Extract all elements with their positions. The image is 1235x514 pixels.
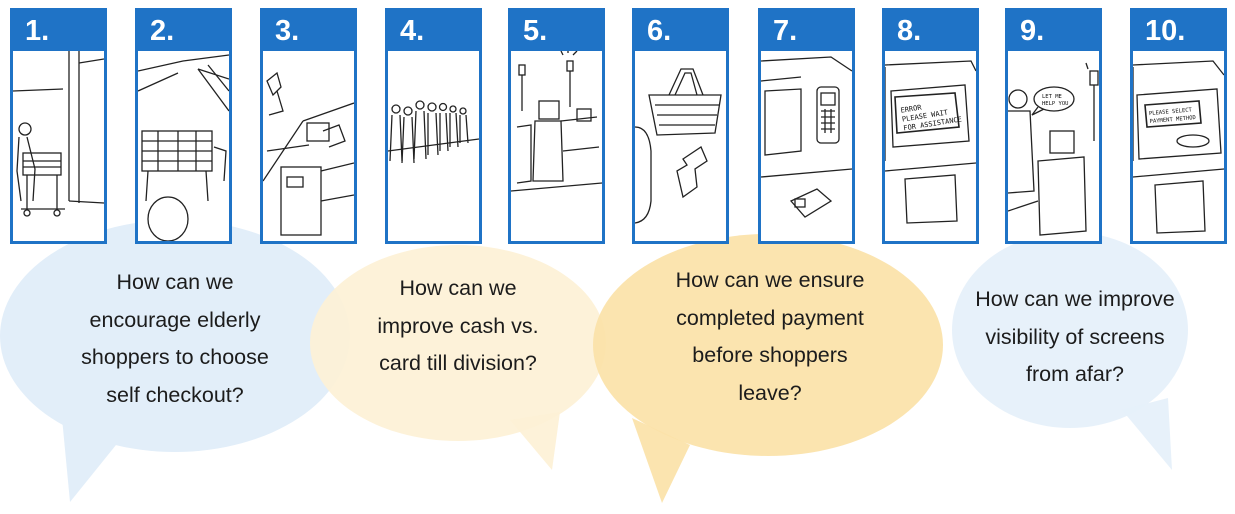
error-text-line-1: ERROR [900, 103, 923, 114]
question-4-line-1: How can we improve [975, 287, 1175, 311]
question-3-line-2: completed payment [676, 305, 864, 330]
storyboard-panel-1: 1. [10, 8, 107, 244]
storyboard-panel-8: 8. ERROR PLEASE WAIT FOR ASSISTANCE [882, 8, 979, 244]
error-screen-sketch: ERROR PLEASE WAIT FOR ASSISTANCE [885, 60, 976, 224]
question-4-line-2: visibility of screens [985, 324, 1165, 349]
storyboard-panel-5: 5. [508, 8, 605, 244]
speech-bubble-4 [952, 232, 1188, 470]
panel-number: 8. [885, 11, 976, 51]
speech-bubble-1 [0, 220, 350, 502]
panel-number: 7. [761, 11, 852, 51]
question-3-line-1: How can we ensure [675, 268, 865, 292]
speech-text-line-1: LET ME [1042, 94, 1062, 100]
card-terminal-sketch [761, 56, 852, 218]
storyboard-panel-4: 4. [385, 8, 482, 244]
storyboard-panel-7: 7. [758, 8, 855, 244]
question-3-line-3: before shoppers [692, 343, 848, 367]
question-2-line-1: How can we [399, 276, 517, 300]
storyboard-panel-6: 6. [632, 8, 729, 244]
elderly-shopper-sketch [13, 51, 104, 217]
question-1-line-4: self checkout? [106, 382, 244, 407]
speech-bubble-3 [593, 234, 943, 503]
panel-number: 2. [138, 11, 229, 51]
screen-text-line-2: PAYMENT METHOD [1149, 115, 1196, 125]
storyboard-panel-10: 10. PLEASE SELECT PAYMENT METHOD [1130, 8, 1227, 244]
question-2-line-2: improve cash vs. [377, 313, 539, 338]
question-3: How can we ensure completed payment befo… [625, 262, 915, 412]
question-1-line-1: How can we [116, 270, 234, 294]
question-4-line-3: from afar? [1026, 362, 1124, 386]
panel-number: 10. [1133, 11, 1224, 51]
panel-number: 3. [263, 11, 354, 51]
storyboard-panel-2: 2. [135, 8, 232, 244]
storyboard-panel-9: 9. LET ME HELP YOU [1005, 8, 1102, 244]
aisle-trolley-sketch [138, 54, 229, 241]
speech-text-line-2: HELP YOU [1042, 101, 1069, 107]
shopper-queue-sketch [388, 100, 479, 164]
question-3-line-4: leave? [738, 380, 802, 405]
question-1-line-2: encourage elderly [89, 307, 261, 332]
storyboard-panel-3: 3. [260, 8, 357, 244]
question-2-line-3: card till division? [379, 351, 537, 375]
panel-number: 1. [13, 11, 104, 51]
question-4: How can we improve visibility of screens… [935, 281, 1215, 394]
screen-text-line-1: PLEASE SELECT [1149, 107, 1193, 117]
panel-number: 6. [635, 11, 726, 51]
self-checkout-kiosk-sketch [263, 71, 354, 236]
speech-bubble-2 [310, 245, 606, 470]
shopper-help-sketch: LET ME HELP YOU [1008, 62, 1099, 236]
question-2: How can we improve cash vs. card till di… [330, 270, 586, 383]
question-1-line-3: shoppers to choose [81, 345, 269, 369]
question-1: How can we encourage elderly shoppers to… [30, 264, 320, 414]
shopping-basket-sketch [635, 68, 722, 224]
self-checkout-row-sketch [511, 51, 602, 192]
payment-method-screen-sketch: PLEASE SELECT PAYMENT METHOD [1133, 60, 1224, 234]
panel-number: 5. [511, 11, 602, 51]
panel-number: 9. [1008, 11, 1099, 51]
panel-number: 4. [388, 11, 479, 51]
